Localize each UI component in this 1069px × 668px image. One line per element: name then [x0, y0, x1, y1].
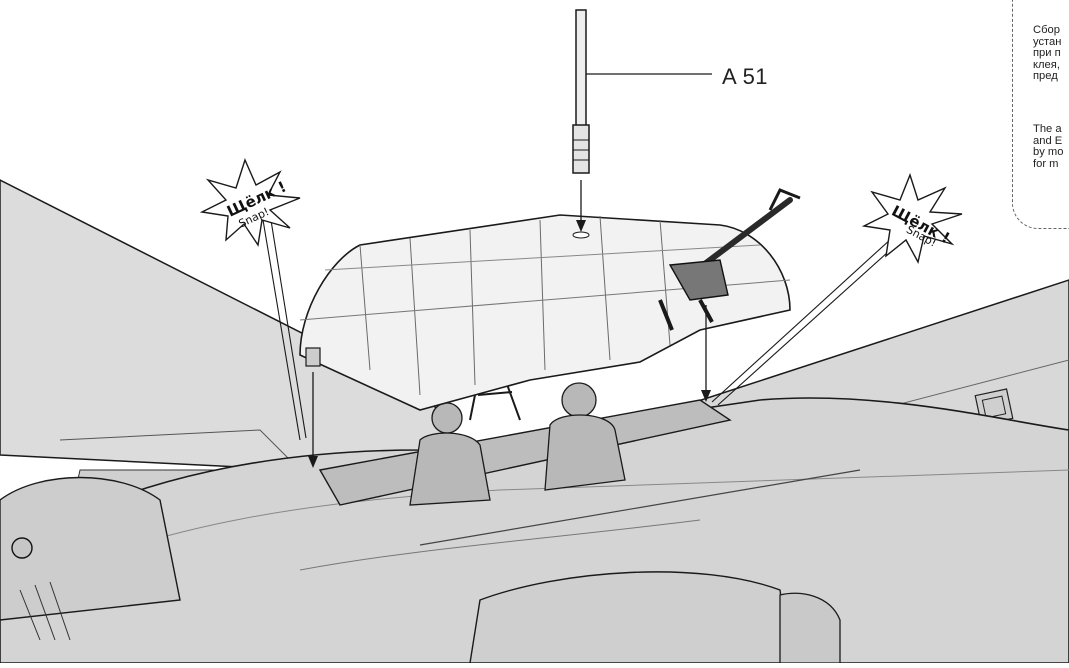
canopy-latch — [305, 347, 321, 367]
snap-burst-right — [861, 172, 963, 264]
ru-line: клея, — [1033, 58, 1060, 71]
ru-line: Сбор — [1033, 24, 1060, 36]
pilot-figure — [409, 402, 491, 506]
ru-line: пред — [1033, 70, 1058, 83]
en-line: for m — [1033, 157, 1059, 170]
canopy-part — [299, 214, 791, 411]
gunner-figure — [544, 382, 626, 491]
en-line: by mo — [1033, 146, 1064, 159]
ru-line: при п — [1033, 47, 1061, 60]
ru-line: устан — [1033, 35, 1062, 48]
en-line: The a — [1033, 123, 1062, 135]
part-number-label: A 51 — [722, 64, 769, 89]
snap-burst-left — [199, 158, 301, 247]
antenna-part — [572, 9, 590, 174]
en-line: and E — [1033, 134, 1063, 147]
instruction-note-box — [1012, 0, 1069, 229]
